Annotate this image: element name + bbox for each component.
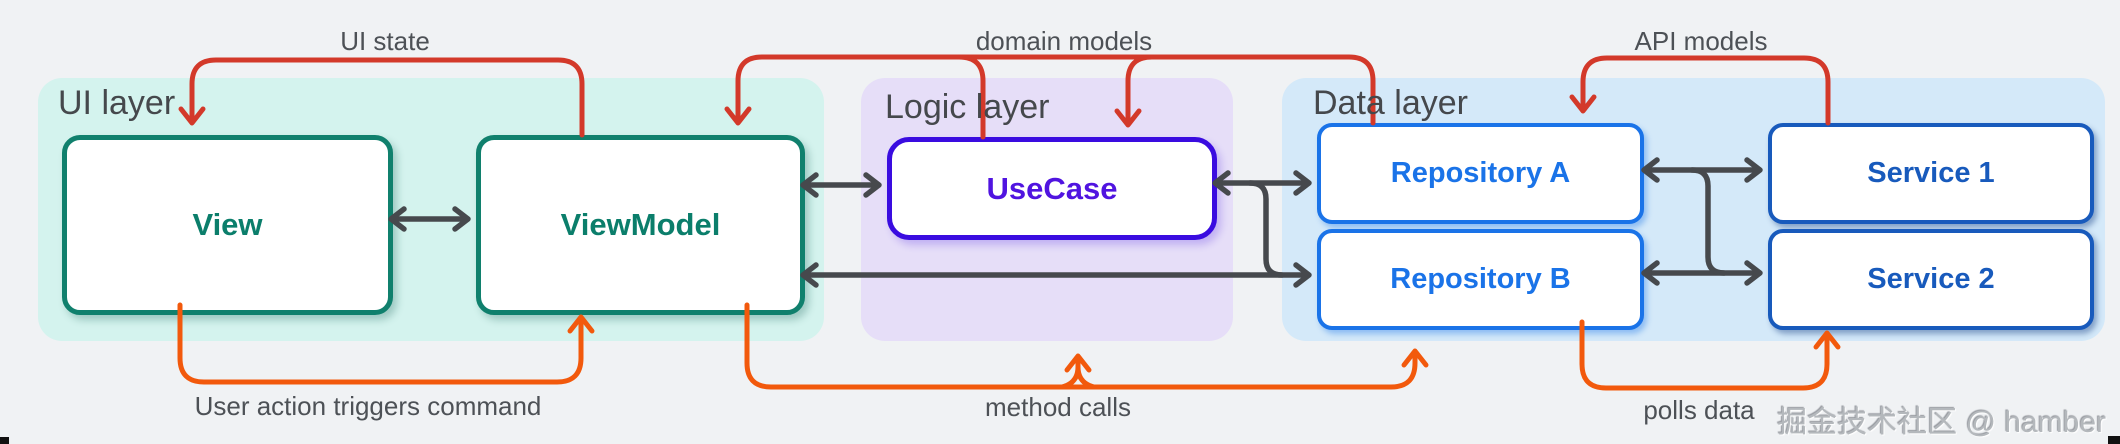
arrow-method-calls [744,302,1429,390]
ui-layer-title: UI layer [58,84,176,122]
logic-layer-title: Logic layer [885,88,1050,126]
label-polls-data: polls data [1643,395,1755,425]
progress-bar-right [2108,436,2120,444]
label-user-action: User action triggers command [194,391,542,421]
node-service-1: Service 1 [1768,123,2094,224]
arrow-method-calls-branch-leg [1075,364,1097,390]
label-api-models: API models [1634,26,1768,56]
arrow-domain-models-to-usecase [1114,54,1155,128]
arrow-method-calls-branch [1059,353,1092,390]
arrow-junction-right [1689,167,1727,276]
arrow-user-action [177,302,595,385]
progress-bar-left [0,437,9,444]
data-layer-title: Data layer [1313,84,1468,122]
label-ui-state: UI state [340,26,430,56]
arrow-polls-data [1579,319,1841,391]
node-repository-b: Repository B [1317,229,1644,330]
node-service-2: Service 2 [1768,229,2094,330]
arrow-domain-models-main [724,54,1376,126]
arrow-ui-state [178,57,585,138]
node-usecase: UseCase [887,137,1217,240]
arrow-junction-left [1247,180,1285,278]
arrow-domain-models-from-usecase [956,54,986,140]
node-repository-a: Repository A [1317,123,1644,224]
node-viewmodel: ViewModel [476,135,805,315]
arrow-api-models [1569,55,1831,126]
label-method-calls: method calls [985,392,1131,422]
watermark: 掘金技术社区 @ hamber [1777,406,2106,439]
label-domain-models: domain models [975,26,1153,56]
